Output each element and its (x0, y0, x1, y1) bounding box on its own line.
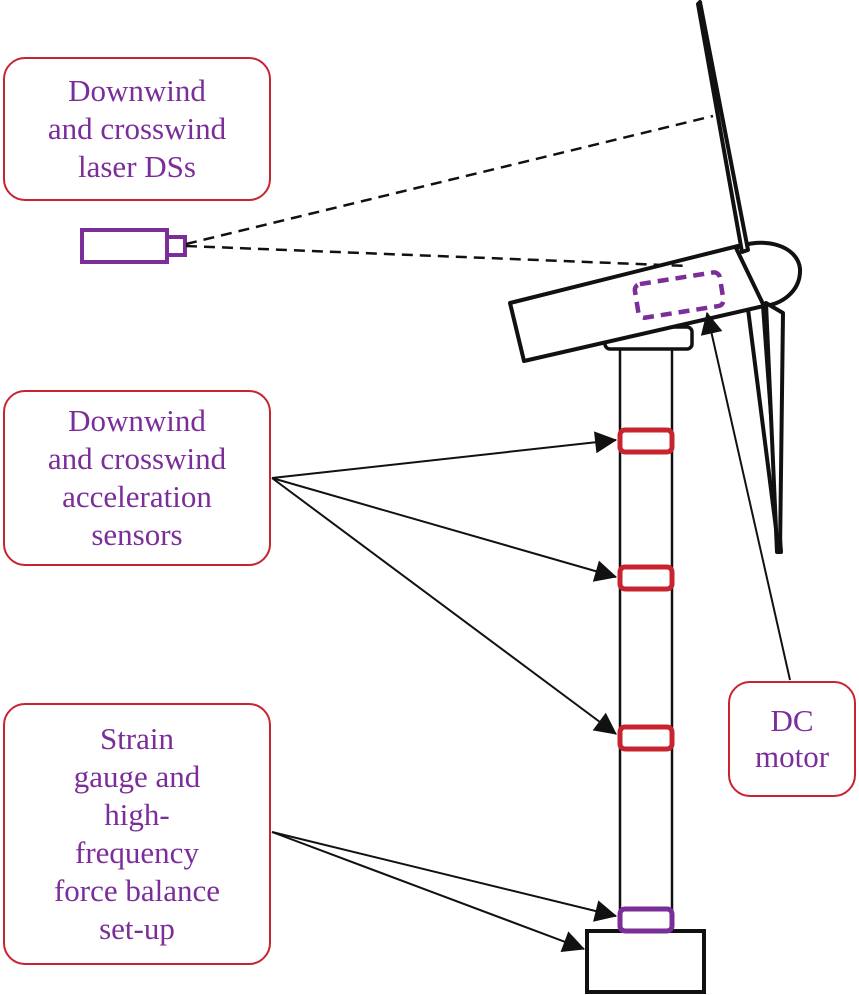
upper-blade (696, 0, 750, 254)
strain-leader-lines (271, 831, 618, 952)
strain-gauge-label: Strain gauge and high- frequency force b… (53, 721, 221, 946)
laser-beams (185, 114, 714, 268)
motor-leader-line (700, 311, 791, 681)
acceleration-sensors-label: Downwind and crosswind acceleration sens… (47, 403, 227, 552)
acceleration-sensors (617, 427, 675, 752)
dc-motor-label: DC motor (754, 703, 830, 774)
laser-sensors-callout: Downwind and crosswind laser DSs (3, 57, 271, 201)
acceleration-sensors-callout: Downwind and crosswind acceleration sens… (3, 390, 271, 566)
tower-base (585, 929, 706, 994)
laser-sensors-label: Downwind and crosswind laser DSs (47, 73, 227, 184)
dc-motor-marker (632, 270, 726, 320)
acceleration-sensor (617, 427, 675, 455)
dc-motor-callout: DC motor (728, 681, 856, 797)
acceleration-sensor (617, 724, 675, 752)
acceleration-leader-lines (271, 431, 618, 735)
acceleration-sensor (617, 564, 675, 592)
hub-spinner (734, 240, 803, 308)
strain-gauge-sensor (617, 906, 675, 934)
laser-sensor-device (80, 228, 187, 264)
lower-blade (764, 301, 785, 554)
strain-gauge-callout: Strain gauge and high- frequency force b… (3, 703, 271, 965)
